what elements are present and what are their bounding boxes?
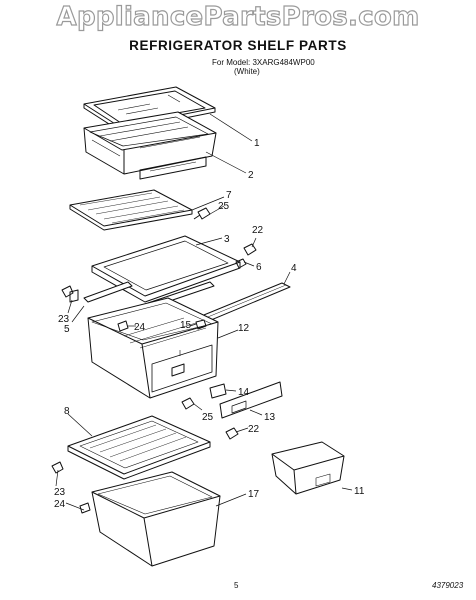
page-number: 5	[234, 581, 239, 590]
part-25-clip-lower	[181, 397, 195, 410]
callout-8: 8	[64, 406, 70, 417]
callout-11: 11	[354, 486, 365, 497]
callout-2: 2	[248, 170, 254, 181]
part-15-clip	[195, 319, 207, 330]
part-3-shelf-frame	[91, 235, 241, 303]
callout-22-upper: 22	[252, 225, 264, 236]
model-number: For Model: 3XARG484WP00	[212, 58, 315, 67]
callout-22-lower: 22	[248, 424, 260, 435]
part-22-clip-upper	[243, 243, 257, 256]
callout-1: 1	[254, 138, 260, 149]
part-25-clip-upper	[193, 207, 211, 220]
callout-3: 3	[224, 234, 230, 245]
model-info: For Model: 3XARG484WP00 (White)	[212, 58, 315, 76]
leader-lines	[55, 113, 353, 511]
part-12-meat-pan	[87, 297, 219, 399]
callout-23-lower: 23	[54, 487, 66, 498]
callout-7: 7	[226, 190, 232, 201]
part-24-clip-lower	[79, 502, 91, 514]
callout-25-lower: 25	[202, 412, 214, 423]
callout-23-upper: 23	[58, 314, 70, 325]
part-23-clip-upper	[61, 285, 74, 298]
callout-17: 17	[248, 489, 260, 500]
callout-6: 6	[256, 262, 262, 273]
callout-12: 12	[238, 323, 250, 334]
callout-24-upper: 24	[134, 322, 146, 333]
part-11-door-bin	[271, 441, 345, 495]
callout-25-upper: 25	[218, 201, 230, 212]
callout-24-lower: 24	[54, 499, 66, 510]
part-8-crisper-cover	[67, 415, 211, 480]
callout-14: 14	[238, 387, 250, 398]
part-17-crisper-drawer	[91, 471, 221, 567]
document-number: 4379023	[432, 581, 464, 590]
part-22-clip-lower	[225, 427, 239, 440]
part-14-slide	[209, 383, 227, 399]
part-2-deli-tray	[83, 111, 217, 180]
callouts: 1 2 7 25 3 22 6 4 12 23 5 24 15 14 13 25…	[54, 138, 365, 510]
callout-5: 5	[64, 324, 70, 335]
watermark: AppliancePartsPros.com	[56, 1, 420, 32]
part-23-clip-lower	[51, 461, 64, 474]
part-7-shelf-panel	[69, 189, 193, 231]
part-6-clip	[235, 258, 247, 269]
part-13-control-cover	[219, 381, 283, 419]
part-1-shelf-glass	[83, 86, 216, 132]
callout-13: 13	[264, 412, 276, 423]
part-24-clip-upper	[117, 320, 129, 332]
page-title: REFRIGERATOR SHELF PARTS	[129, 38, 347, 53]
callout-15: 15	[180, 320, 192, 331]
callout-4: 4	[291, 263, 297, 274]
model-color: (White)	[234, 67, 260, 76]
